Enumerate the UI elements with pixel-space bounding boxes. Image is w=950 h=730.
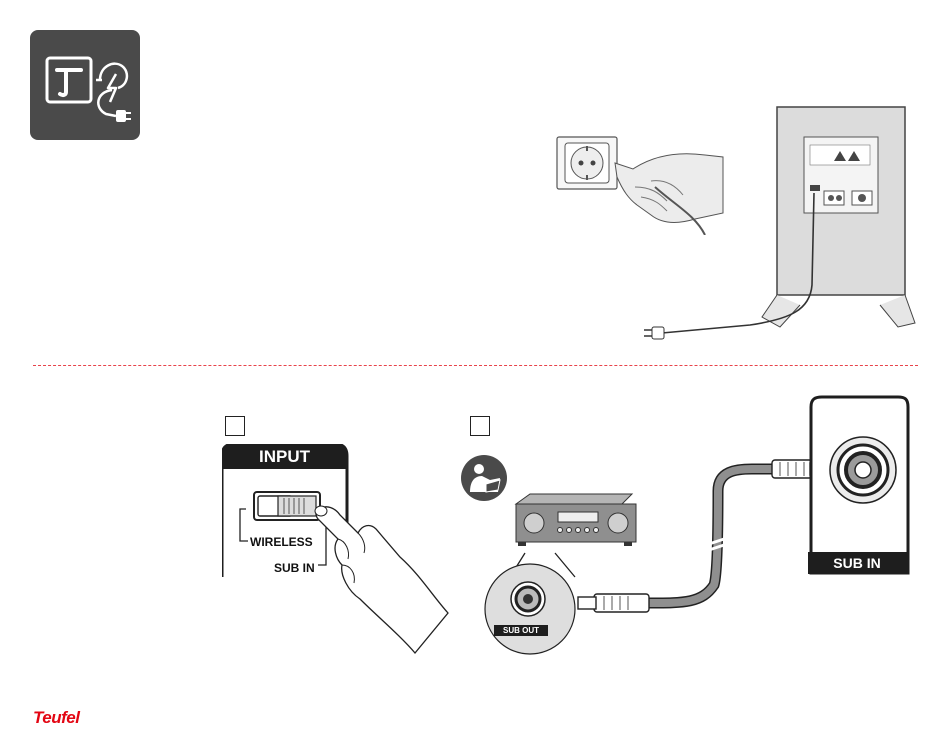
subwoofer-back-illustration bbox=[640, 105, 920, 350]
sub-in-panel-label: SUB IN bbox=[807, 553, 907, 574]
section-divider bbox=[33, 365, 918, 366]
teufel-power-icon bbox=[30, 30, 140, 140]
pointing-hand-illustration bbox=[310, 495, 460, 660]
sub-out-label: SUB OUT bbox=[494, 625, 548, 636]
input-panel-title: INPUT bbox=[222, 446, 347, 468]
sub-in-option-label: SUB IN bbox=[274, 561, 315, 575]
teufel-logo: Teufel bbox=[33, 708, 79, 728]
wireless-option-label: WIRELESS bbox=[250, 535, 313, 549]
step-1-box bbox=[225, 416, 245, 436]
sub-cable-illustration bbox=[480, 395, 920, 662]
